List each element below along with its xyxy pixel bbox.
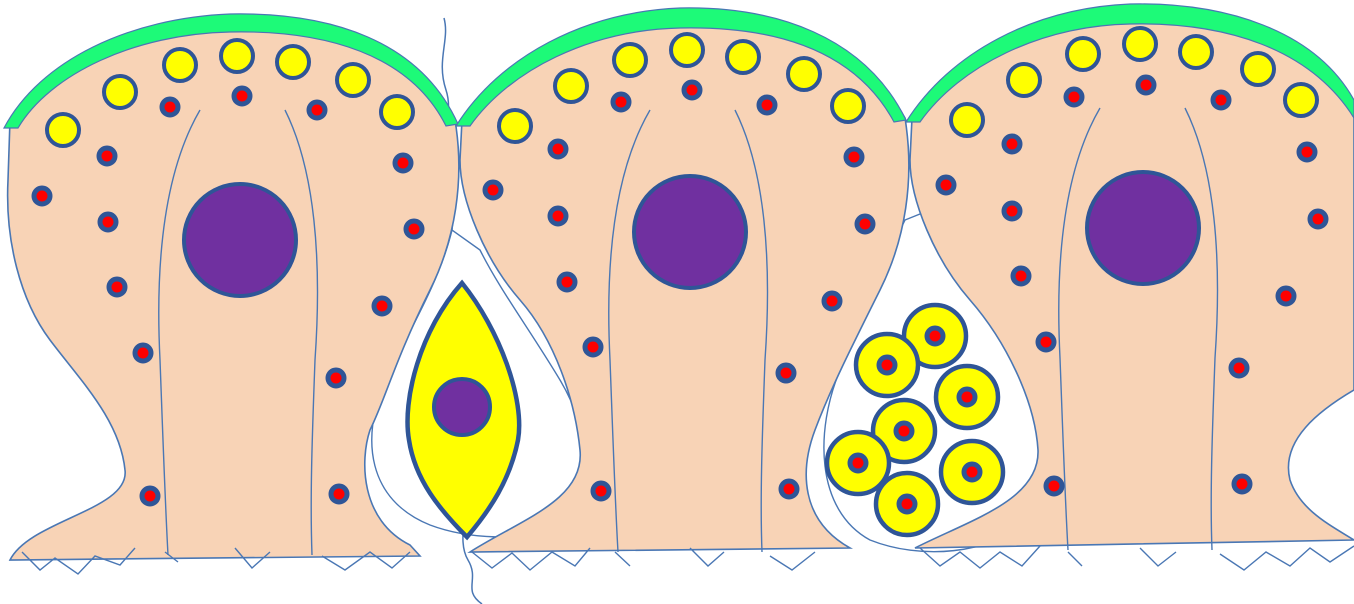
red-granule	[778, 365, 794, 381]
round-cell	[827, 432, 889, 494]
red-granule	[34, 188, 50, 204]
red-granule	[927, 328, 943, 344]
yellow-granule	[277, 46, 309, 78]
yellow-granule	[1008, 64, 1040, 96]
yellow-granule	[104, 76, 136, 108]
round-cell	[936, 366, 998, 428]
red-granule	[1231, 360, 1247, 376]
red-granule	[1234, 476, 1250, 492]
red-granule	[1278, 288, 1294, 304]
nucleus	[634, 176, 746, 288]
red-granule	[234, 88, 250, 104]
red-granule	[309, 102, 325, 118]
red-granule	[964, 464, 980, 480]
red-granule	[135, 345, 151, 361]
yellow-granule	[951, 104, 983, 136]
red-granule	[879, 357, 895, 373]
round-cell	[876, 473, 938, 535]
yellow-granule	[555, 70, 587, 102]
red-granule	[938, 177, 954, 193]
red-granule	[485, 182, 501, 198]
nucleus	[184, 184, 296, 296]
red-granule	[1310, 211, 1326, 227]
red-granule	[162, 99, 178, 115]
red-granule	[331, 486, 347, 502]
red-granule	[613, 94, 629, 110]
red-granule	[142, 488, 158, 504]
nucleus	[1087, 172, 1199, 284]
red-granule	[550, 208, 566, 224]
red-granule	[99, 148, 115, 164]
red-granule	[406, 221, 422, 237]
round-cell	[856, 334, 918, 396]
yellow-granule	[1285, 84, 1317, 116]
yellow-granule	[164, 49, 196, 81]
red-granule	[1066, 89, 1082, 105]
red-granule	[1299, 144, 1315, 160]
yellow-granule	[381, 96, 413, 128]
yellow-granule	[788, 58, 820, 90]
red-granule	[1004, 136, 1020, 152]
yellow-granule	[1242, 53, 1274, 85]
red-granule	[1004, 203, 1020, 219]
red-granule	[846, 149, 862, 165]
red-granule	[585, 339, 601, 355]
yellow-granule	[499, 110, 531, 142]
red-granule	[593, 483, 609, 499]
yellow-granule	[221, 40, 253, 72]
yellow-granule	[1180, 36, 1212, 68]
red-granule	[1213, 92, 1229, 108]
red-granule	[1013, 268, 1029, 284]
yellow-granule	[832, 90, 864, 122]
round-cell	[941, 441, 1003, 503]
yellow-granule	[1124, 28, 1156, 60]
red-granule	[559, 274, 575, 290]
red-granule	[684, 82, 700, 98]
red-granule	[328, 370, 344, 386]
red-granule	[759, 97, 775, 113]
yellow-granule	[671, 34, 703, 66]
spindle-cell-nucleus	[434, 379, 490, 435]
red-granule	[1138, 77, 1154, 93]
red-granule	[374, 298, 390, 314]
red-granule	[850, 455, 866, 471]
red-granule	[550, 141, 566, 157]
basal-wave-3	[920, 546, 1354, 570]
red-granule	[959, 389, 975, 405]
red-granule	[857, 216, 873, 232]
red-granule	[100, 214, 116, 230]
red-granule	[395, 155, 411, 171]
red-granule	[109, 279, 125, 295]
red-granule	[1038, 334, 1054, 350]
yellow-granule	[727, 41, 759, 73]
red-granule	[899, 496, 915, 512]
yellow-granule	[1067, 38, 1099, 70]
red-granule	[781, 481, 797, 497]
red-granule	[824, 293, 840, 309]
yellow-granule	[47, 114, 79, 146]
yellow-granule	[614, 44, 646, 76]
red-granule	[1046, 478, 1062, 494]
yellow-granule	[337, 64, 369, 96]
red-granule	[896, 423, 912, 439]
